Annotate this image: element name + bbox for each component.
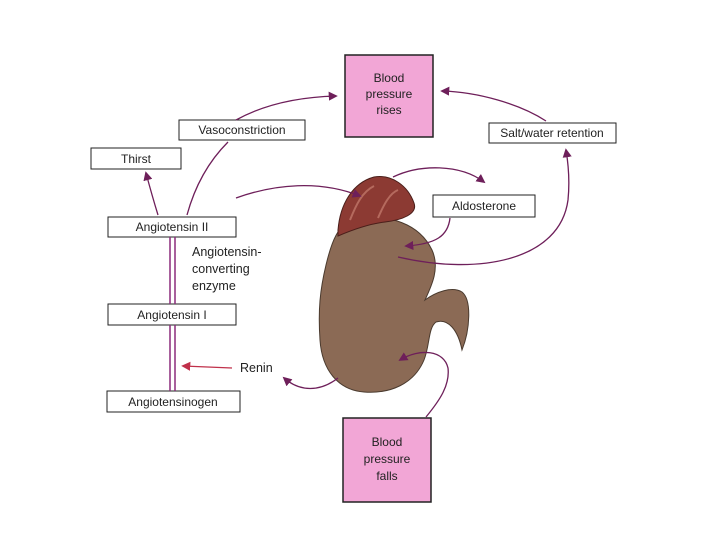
arrow-kidney-to-salt-retention — [397, 148, 572, 266]
arrow-kidney-to-renin — [282, 376, 339, 390]
arrow-salt-retention-to-bp-rises — [440, 86, 547, 122]
blood-pressure-rises-box — [344, 54, 434, 138]
arrow-bp-falls-to-kidney — [398, 351, 449, 418]
arrow-angiotensin-ii-to-vasoconstriction — [186, 141, 229, 216]
salt-water-retention-box — [488, 122, 617, 144]
bp-rises-line1: Blood — [374, 71, 405, 85]
angiotensin-ii-box — [107, 216, 237, 238]
aldosterone-box — [432, 194, 536, 218]
bp-rises-line2: pressure — [366, 87, 413, 101]
thirst-label: Thirst — [121, 152, 152, 166]
ace-label-line2: converting — [192, 262, 250, 276]
vasoconstriction-label: Vasoconstriction — [198, 123, 285, 137]
renin-label: Renin — [240, 361, 273, 375]
bp-falls-line2: pressure — [364, 452, 411, 466]
arrow-aldosterone-to-kidney — [404, 217, 451, 251]
salt-water-retention-label: Salt/water retention — [500, 126, 603, 140]
angiotensin-i-label: Angiotensin I — [137, 308, 206, 322]
arrow-angiotensin-ii-to-thirst — [143, 171, 159, 216]
arrow-vasoconstriction-to-bp-rises — [235, 91, 338, 121]
kidney — [318, 217, 470, 393]
vasoconstriction-box — [178, 119, 306, 141]
angiotensinogen-box — [106, 390, 241, 413]
arrow-adrenal-to-aldosterone — [392, 167, 486, 184]
ace-label-line3: enzyme — [192, 279, 236, 293]
aldosterone-label: Aldosterone — [452, 199, 516, 213]
bp-rises-line3: rises — [376, 103, 401, 117]
blood-pressure-falls-box — [342, 417, 432, 503]
angiotensinogen-label: Angiotensinogen — [128, 395, 217, 409]
adrenal-highlight — [349, 185, 375, 221]
bp-falls-line3: falls — [376, 469, 397, 483]
angiotensin-ii-label: Angiotensin II — [136, 220, 209, 234]
thirst-box — [90, 147, 182, 170]
renin-arrow — [181, 361, 233, 371]
arrow-angiotensin-ii-to-adrenal — [235, 185, 362, 199]
adrenal-highlight — [377, 189, 399, 219]
ace-label-line1: Angiotensin- — [192, 245, 262, 259]
angiotensin-i-box — [107, 303, 237, 326]
bp-falls-line1: Blood — [372, 435, 403, 449]
